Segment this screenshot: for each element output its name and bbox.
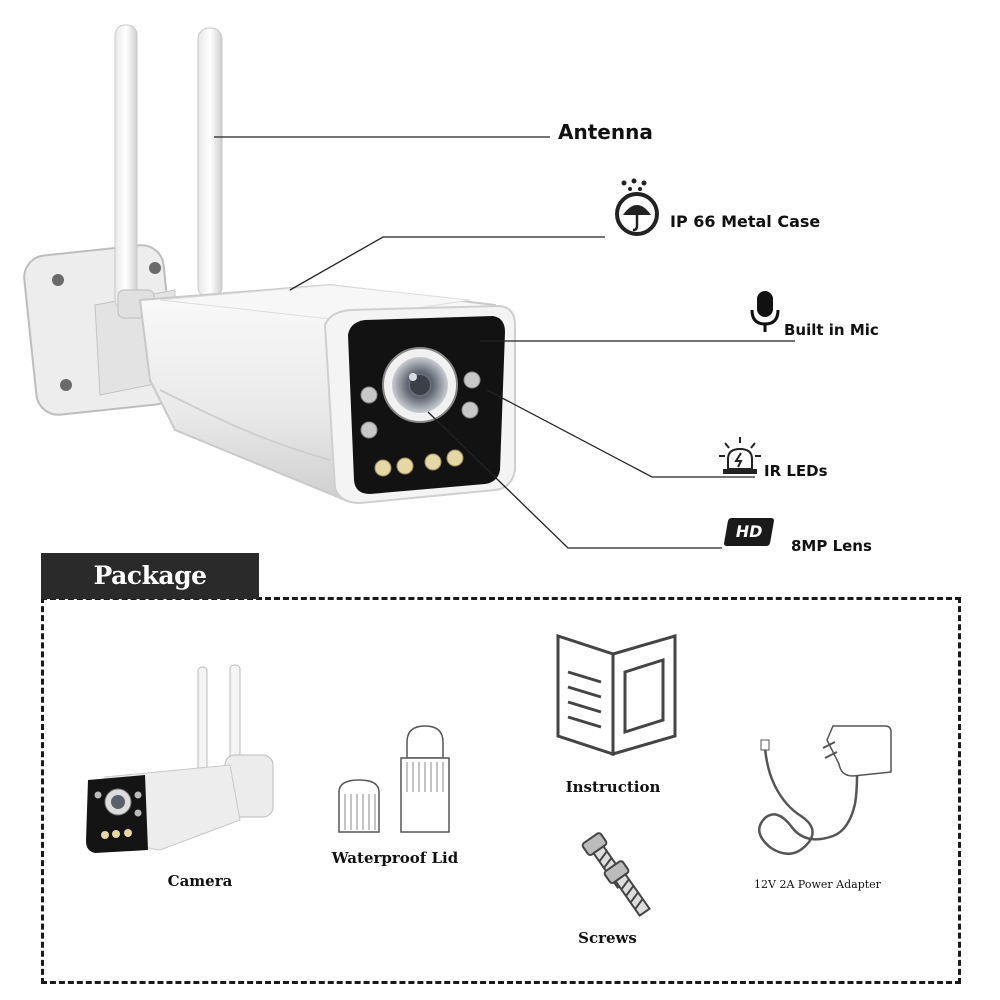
power-adapter-icon	[758, 725, 892, 855]
hd-icon: HD	[723, 518, 775, 546]
waterproof-lid-icon	[338, 725, 450, 833]
instruction-label: Instruction	[565, 778, 661, 796]
metal-case-label: IP 66 Metal Case	[670, 212, 821, 231]
ir-leds-label: IR LEDs	[764, 462, 828, 480]
microphone-icon	[750, 291, 780, 332]
waterproof-lid-label: Waterproof Lid	[331, 849, 459, 867]
camera-illustration	[23, 24, 795, 549]
screws-label: Screws	[578, 929, 637, 947]
package-title: Package Includes	[41, 553, 259, 636]
instruction-booklet-icon	[556, 633, 677, 757]
camera-item-icon	[86, 664, 274, 853]
hd-badge-text: HD	[734, 522, 765, 541]
alarm-light-icon	[719, 437, 761, 474]
antenna-label: Antenna	[558, 120, 653, 144]
screws-icon	[581, 832, 651, 918]
mic-label: Built in Mic	[784, 321, 879, 339]
power-adapter-label: 12V 2A Power Adapter	[754, 878, 881, 891]
lens-label: 8MP Lens	[791, 537, 872, 555]
umbrella-rain-icon	[615, 178, 659, 236]
camera-label: Camera	[167, 872, 233, 890]
package-box	[41, 597, 961, 984]
antennas	[114, 24, 223, 319]
